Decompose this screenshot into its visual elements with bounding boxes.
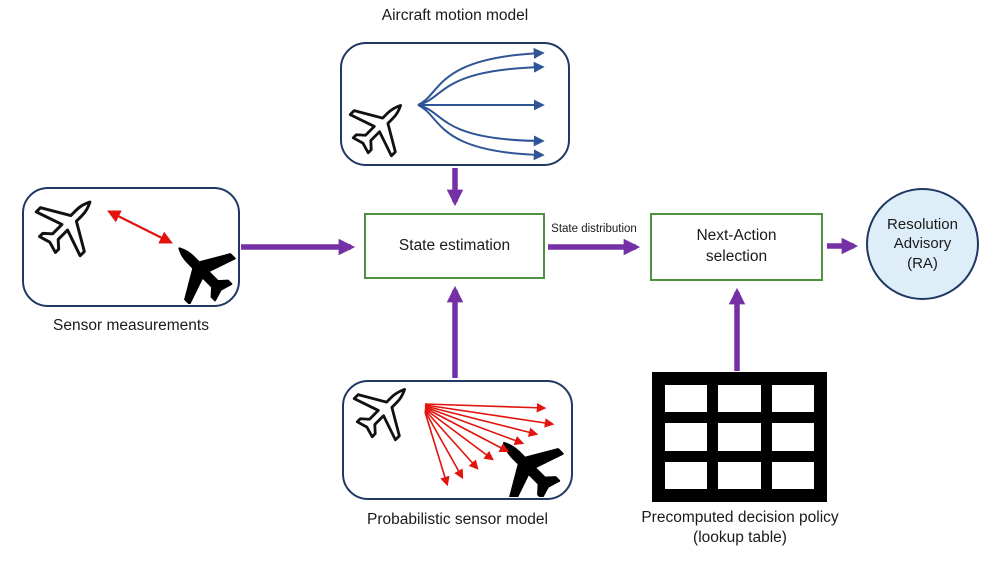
sensor-measurements-label: Sensor measurements — [53, 317, 209, 334]
probabilistic-sensor-node — [342, 380, 573, 500]
probabilistic-sensor-label: Probabilistic sensor model — [367, 511, 548, 528]
lookup-cell — [718, 423, 761, 451]
lookup-cell — [718, 461, 761, 489]
lookup-cell — [771, 461, 814, 489]
resolution-advisory-circle: Resolution Advisory (RA) — [866, 188, 979, 300]
sensor-measurements-node — [22, 187, 240, 307]
state-distribution-edge-label: State distribution — [551, 223, 637, 235]
next-action-selection-box: Next-Action selection — [650, 213, 823, 281]
motion-model-title: Aircraft motion model — [381, 7, 529, 24]
lookup-cell — [718, 385, 761, 413]
airplane-filled-icon — [502, 441, 564, 497]
airplane-outline-icon — [352, 387, 407, 442]
state-estimation-box: State estimation — [364, 213, 545, 279]
lookup-cell — [771, 385, 814, 413]
lookup-table-icon — [652, 372, 827, 502]
sensor-ray-fan-icon — [352, 387, 564, 497]
airplane-filled-icon — [178, 247, 236, 304]
lookup-cell — [665, 461, 708, 489]
lookup-cell — [771, 423, 814, 451]
airplane-outline-icon — [348, 103, 403, 158]
motion-model-node — [340, 42, 570, 166]
trajectory-fan-icon — [348, 47, 545, 161]
sensor-measurements-graphic — [34, 200, 236, 304]
lookup-cell — [665, 423, 708, 451]
lookup-cell — [665, 385, 708, 413]
range-double-arrow-icon — [107, 210, 173, 244]
airplane-outline-icon — [34, 200, 92, 258]
decision-policy-label: Precomputed decision policy (lookup tabl… — [641, 509, 839, 547]
